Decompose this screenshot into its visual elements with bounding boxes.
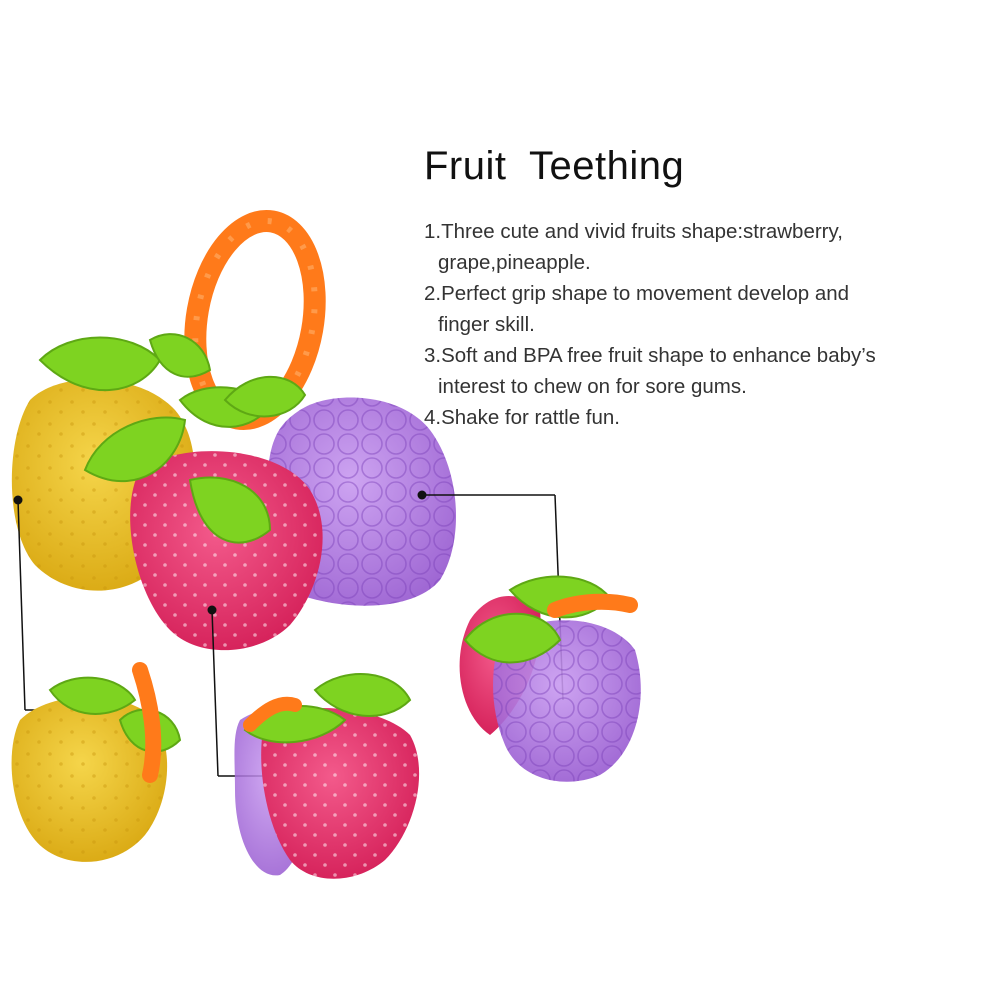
feature-item: 1.Three cute and vivid fruits shape:stra… [424, 220, 843, 274]
leaves-icon [38, 333, 307, 544]
feature-item: 2.Perfect grip shape to movement develop… [424, 282, 850, 336]
teether-set-icon [11, 210, 457, 651]
feature-item: 4.Shake for rattle fun. [424, 406, 621, 429]
grape-teether-icon [459, 575, 641, 782]
feature-list: 1.Three cute and vivid fruits shape:stra… [424, 216, 894, 433]
strawberry-teether-icon [234, 673, 420, 879]
feature-item: 3.Soft and BPA free fruit shape to enhan… [424, 344, 876, 398]
yellow-fruit-teether-icon [11, 662, 182, 862]
product-title: Fruit Teething [424, 144, 685, 188]
